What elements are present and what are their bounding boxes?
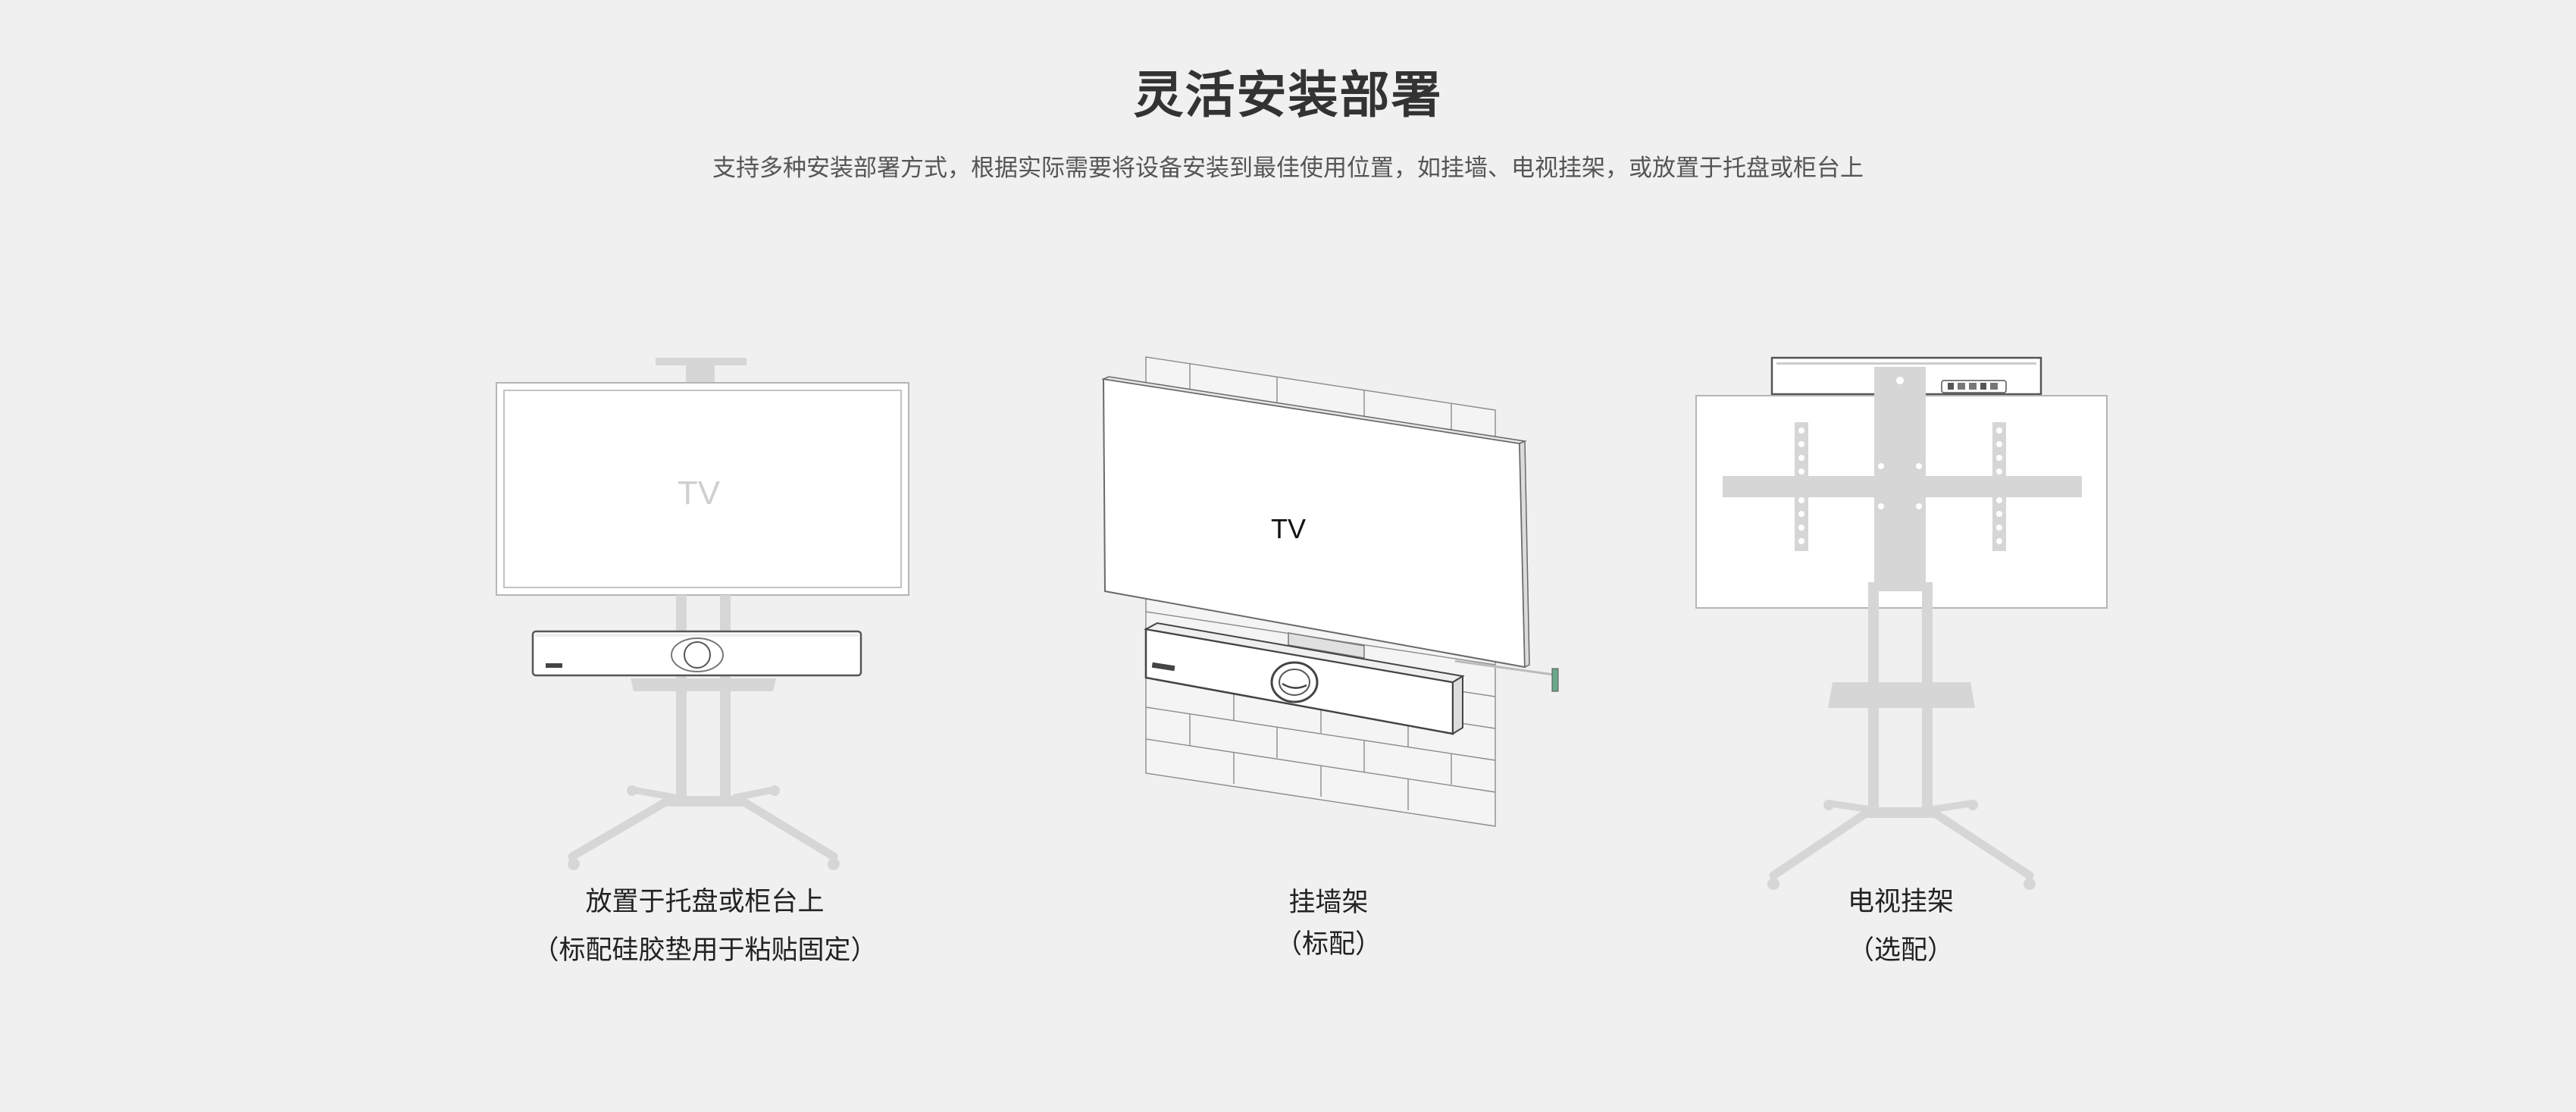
tray-caption: 放置于托盘或柜台上 （标配硅胶垫用于粘贴固定） [515,878,894,975]
tray-tv-label: TV [678,475,721,512]
tray-mount-illustration: TV [496,358,909,870]
page-title: 灵活安装部署 [1133,66,1443,124]
tray-caption-line1: 放置于托盘或柜台上 [585,887,825,917]
tv-mount-caption-line2: （选配） [1847,935,1954,966]
wall-caption: 挂墙架 （标配） [1177,878,1480,961]
wall-caption-line1: 挂墙架 [1288,888,1369,918]
tv-mount-caption: 电视挂架 （选配） [1749,878,2052,975]
page-subtitle: 支持多种安装部署方式，根据实际需要将设备安装到最佳使用位置，如挂墙、电视挂架，或… [712,155,1864,182]
tv-mount-illustration [1695,356,2108,890]
tv-mount-caption-line1: 电视挂架 [1847,887,1954,917]
wall-caption-line2: （标配） [1275,929,1382,960]
wall-tv-label: TV [1271,513,1306,544]
wall-mount-illustration: TV [1101,356,1559,827]
tray-caption-line2: （标配硅胶垫用于粘贴固定） [532,935,878,966]
